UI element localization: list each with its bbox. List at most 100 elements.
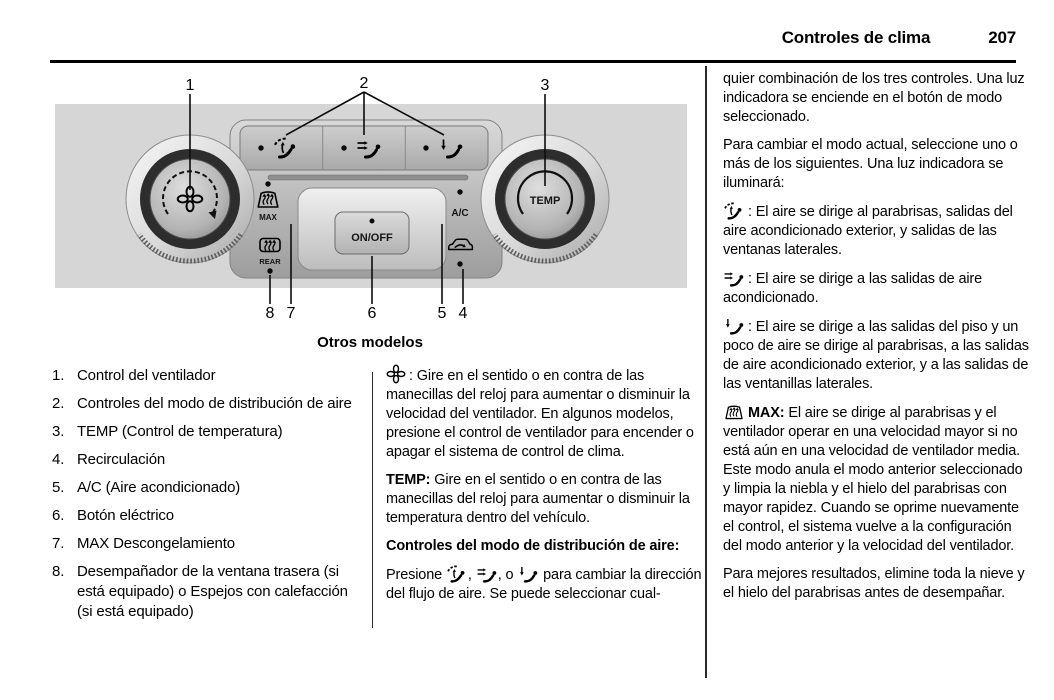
ac-button: A/C: [451, 189, 469, 219]
vent-mode-paragraph: : El aire se dirige a las salidas de air…: [723, 269, 1031, 308]
list-item: 3. TEMP (Control de temperatura): [52, 422, 360, 442]
column-divider-right: [705, 66, 707, 678]
list-item-text: Desempañador de la ventana trasera (si e…: [77, 563, 348, 620]
fan-paragraph-text: : Gire en el sentido o en contra de las …: [386, 368, 694, 460]
list-item-number: 4.: [52, 451, 65, 468]
continuation-paragraph: quier combinación de los tres controles.…: [723, 71, 1025, 125]
list-item-text: TEMP (Control de temperatura): [77, 423, 283, 440]
list-item-number: 6.: [52, 507, 65, 524]
list-item: 8. Desempañador de la ventana trasera (si…: [52, 562, 360, 622]
temp-label: TEMP: [530, 195, 561, 207]
indicator-dot: [341, 145, 347, 151]
mode-button-floor: [423, 138, 464, 159]
callout-2: 2: [360, 75, 369, 92]
modes-sep2-text: , o: [497, 567, 518, 583]
arc-arrowhead: [208, 210, 217, 219]
callout-6: 6: [368, 305, 377, 322]
callout-1: 1: [186, 77, 195, 94]
vent-mode-icon: [476, 565, 498, 583]
list-item-text: Recirculación: [77, 451, 166, 468]
rear-defrost-button: REAR: [259, 239, 281, 274]
temp-paragraph-text: Gire en el sentido o en contra de las ma…: [386, 472, 690, 526]
page-title: Controles de clima: [781, 28, 931, 47]
callout-8: 8: [266, 305, 275, 322]
indicator-dot: [457, 261, 463, 267]
fan-knob: [125, 134, 255, 264]
knob-knurl: [137, 233, 243, 264]
max-defrost-text: El aire se dirige al parabrisas y el ven…: [723, 405, 1023, 554]
mode-button-windshield: [258, 137, 297, 159]
modes-heading: Controles del modo de distribución de ai…: [386, 538, 680, 554]
knob-knurl: [492, 233, 598, 264]
max-label: MAX: [259, 213, 277, 222]
list-item: 2. Controles del modo de distribución de …: [52, 394, 360, 414]
windshield-mode-icon: [446, 565, 468, 583]
modes-sep1-text: ,: [467, 567, 476, 583]
mode-button-vent: [341, 139, 382, 159]
column-divider-middle: [372, 372, 373, 628]
page-header: Controles de clima 207: [50, 28, 1016, 48]
list-item: 6. Botón eléctrico: [52, 506, 360, 526]
header-rule: [50, 60, 1016, 63]
floor-mode-icon: [723, 317, 745, 335]
list-item-text: A/C (Aire acondicionado): [77, 479, 241, 496]
mode-change-paragraph: Para cambiar el modo actual, seleccione …: [723, 137, 1018, 191]
figure-caption: Otros modelos: [317, 334, 423, 351]
temp-paragraph: TEMP: Gire en el sentido o en contra de …: [386, 471, 702, 528]
max-defrost-paragraph: MAX: El aire se dirige al parabrisas y e…: [723, 403, 1031, 556]
list-item: 7. MAX Descongelamiento: [52, 534, 360, 554]
page-number: 207: [988, 28, 1016, 47]
windshield-mode-paragraph: : El aire se dirige al parabrisas, salid…: [723, 202, 1031, 260]
list-item-text: MAX Descongelamiento: [77, 535, 235, 552]
windshield-mode-text: : El aire se dirige al parabrisas, salid…: [723, 204, 1013, 258]
modes-paragraph: Presione , , o para cambiar la dirección…: [386, 565, 702, 604]
floor-mode-icon: [517, 565, 539, 583]
middle-column: : Gire en el sentido o en contra de las …: [386, 364, 702, 613]
on-off-label: ON/OFF: [351, 232, 393, 244]
list-item: 4. Recirculación: [52, 450, 360, 470]
list-item-number: 3.: [52, 423, 65, 440]
vent-mode-text: : El aire se dirige a las salidas de air…: [723, 271, 983, 306]
panel-body: MAX REAR ON/OFF A/C: [229, 119, 503, 279]
best-results-paragraph: Para mejores resultados, elimine toda la…: [723, 566, 1025, 601]
indicator-dot: [369, 218, 375, 224]
list-item-text: Controles del modo de distribución de ai…: [77, 395, 352, 412]
list-item-text: Control del ventilador: [77, 367, 216, 384]
list-item-number: 7.: [52, 535, 65, 552]
list-item-text: Botón eléctrico: [77, 507, 174, 524]
indicator-dot: [258, 145, 264, 151]
recirculation-button: [448, 238, 474, 267]
list-item-number: 1.: [52, 367, 65, 384]
indicator-dot: [267, 268, 273, 274]
list-item-number: 5.: [52, 479, 65, 496]
list-item-number: 2.: [52, 395, 65, 412]
modes-post-text: para cambiar la dirección del flujo de a…: [386, 567, 702, 602]
trim-groove: [267, 174, 469, 181]
callout-3: 3: [541, 77, 550, 94]
temp-knob: TEMP: [480, 134, 610, 264]
floor-mode-paragraph: : El aire se dirige a las salidas del pi…: [723, 317, 1031, 394]
windshield-defrost-icon: [723, 403, 745, 421]
climate-control-figure: MAX REAR ON/OFF A/C: [40, 74, 700, 326]
callouts: 1 2 3 8 7 6 5 4: [186, 75, 550, 322]
list-item: 1. Control del ventilador: [52, 366, 360, 386]
max-lead: MAX:: [748, 405, 785, 421]
list-item: 5. A/C (Aire acondicionado): [52, 478, 360, 498]
indicator-dot: [423, 145, 429, 151]
modes-pre-text: Presione: [386, 567, 446, 583]
legend-list: 1. Control del ventilador 2. Controles del…: [52, 366, 360, 630]
ac-label: A/C: [451, 208, 468, 219]
list-item-number: 8.: [52, 563, 65, 580]
right-column: quier combinación de los tres controles.…: [723, 70, 1031, 612]
indicator-dot: [457, 189, 463, 195]
windshield-mode-icon: [723, 202, 745, 220]
fan-icon: [386, 364, 406, 384]
vent-mode-icon: [723, 269, 745, 287]
rear-label: REAR: [259, 257, 281, 266]
temp-lead: TEMP:: [386, 472, 431, 488]
max-defrost-button: MAX: [258, 181, 278, 222]
climate-control-panel-illustration: MAX REAR ON/OFF A/C: [55, 75, 687, 322]
callout-7: 7: [287, 305, 296, 322]
floor-mode-text: : El aire se dirige a las salidas del pi…: [723, 319, 1029, 392]
callout-5: 5: [438, 305, 447, 322]
